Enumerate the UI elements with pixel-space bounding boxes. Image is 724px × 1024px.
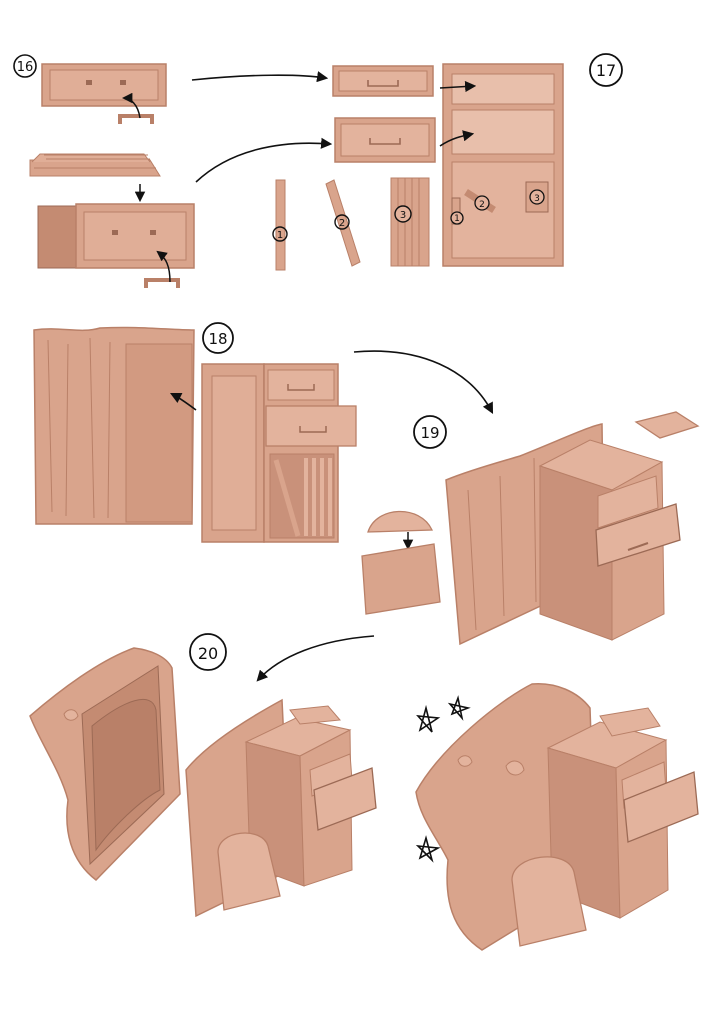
step-19-circle: [413, 415, 447, 449]
arrow-cabinet-to-panel: [169, 392, 197, 411]
cabinet-part-1-label: 1: [454, 214, 460, 224]
star-doodle-1: [416, 704, 441, 733]
arrow-insert-drawer-1: [439, 80, 477, 93]
step-20-number: 20: [198, 644, 218, 663]
part-panel-3: [390, 177, 430, 267]
step-18-circle: [202, 322, 234, 354]
finished-tree-cabinet: [415, 683, 699, 951]
finished-drawer-1: [332, 65, 434, 97]
arrow-insert-drawer-2: [439, 130, 475, 147]
cabinet-assembled: [201, 363, 357, 543]
step-17: 17 1: [272, 53, 623, 271]
step-19-number: 19: [420, 424, 439, 442]
part-rod-1: [275, 179, 286, 271]
part-3-label: 3: [400, 210, 406, 221]
cabinet-perspective: [538, 439, 681, 641]
step-17-circle: [589, 53, 623, 87]
handle-piece-lower: [144, 278, 180, 288]
arrow-to-drawer-1: [191, 71, 329, 83]
tree-back-panel: [33, 326, 195, 525]
cabinet-part-2-circle: [474, 195, 490, 211]
arrow-handle-lower: [156, 250, 171, 283]
part-rod-2: [325, 179, 361, 267]
drawer-box-lower: [37, 203, 195, 269]
arch-top-piece: [367, 510, 434, 533]
lid-tile: [634, 411, 700, 439]
part-3-circle: [394, 205, 412, 223]
arrow-handle-upper: [121, 92, 141, 119]
step-17-number: 17: [596, 61, 616, 80]
step-16: 16: [13, 54, 333, 288]
cabinet-part-3-circle: [529, 189, 545, 205]
star-doodle-2: [447, 695, 471, 721]
step-16-circle: [13, 54, 37, 78]
step-19: 19: [361, 411, 700, 646]
part-1-circle: [272, 226, 288, 242]
part-2-label: 2: [339, 218, 345, 229]
slat-pile: [29, 153, 161, 177]
hollow-tree-shell: [29, 647, 181, 882]
exploded-cabinet-group: [185, 698, 377, 918]
cabinet-part-2-label: 2: [479, 200, 485, 210]
handle-piece-upper: [118, 114, 154, 124]
step-18: 18: [33, 322, 494, 543]
cabinet-part-3-label: 3: [534, 194, 540, 204]
star-doodle-3: [415, 835, 441, 863]
part-1-label: 1: [277, 230, 283, 241]
finished-drawer-2: [334, 117, 436, 163]
door-panel: [361, 543, 441, 615]
step-20-circle: [189, 633, 227, 671]
arrow-to-drawer-2: [195, 137, 333, 183]
cabinet-frame: [442, 63, 564, 267]
drawer-front-upper: [41, 63, 167, 107]
step-20: 20: [29, 633, 699, 951]
arrow-to-step-20: [256, 635, 375, 682]
step-16-number: 16: [17, 60, 34, 75]
cabinet-part-1-circle: [450, 211, 464, 225]
step-18-number: 18: [208, 330, 227, 348]
arrow-to-step-19: [353, 350, 494, 414]
part-2-circle: [334, 214, 350, 230]
